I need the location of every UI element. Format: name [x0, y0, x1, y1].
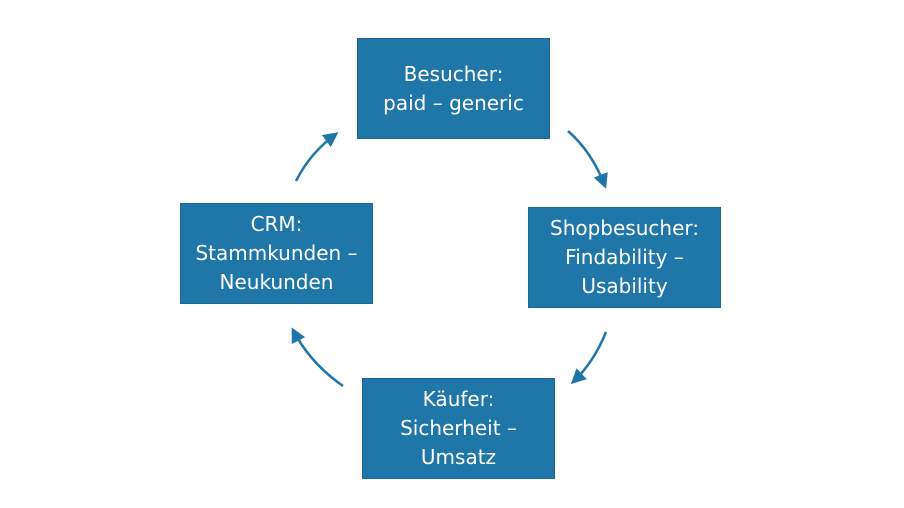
- arrow-shopbesucher-to-kaeufer: [570, 331, 608, 385]
- arrow-crm-to-besucher: [294, 132, 339, 182]
- node-shopbesucher-line-2: Findability –: [565, 245, 684, 269]
- arrow-besucher-to-shopbesucher: [567, 130, 608, 189]
- node-shopbesucher: Shopbesucher: Findability – Usability: [528, 207, 721, 308]
- node-kaeufer: Käufer: Sicherheit – Umsatz: [362, 378, 555, 479]
- node-besucher: Besucher: paid – generic: [357, 38, 550, 139]
- node-crm-line-1: CRM:: [250, 212, 303, 236]
- node-besucher-line-1: Besucher:: [403, 61, 504, 86]
- node-kaeufer-line-2: Sicherheit –: [400, 416, 517, 440]
- node-kaeufer-line-3: Umsatz: [420, 445, 497, 469]
- node-shopbesucher-line-1: Shopbesucher:: [550, 216, 699, 240]
- node-kaeufer-line-1: Käufer:: [422, 387, 495, 411]
- node-crm: CRM: Stammkunden – Neukunden: [180, 203, 373, 304]
- node-besucher-line-2: paid – generic: [383, 90, 524, 115]
- node-crm-line-3: Neukunden: [219, 270, 334, 294]
- node-crm-line-2: Stammkunden –: [195, 241, 358, 265]
- arrow-kaeufer-to-crm: [291, 327, 344, 388]
- node-shopbesucher-line-3: Usability: [581, 274, 668, 298]
